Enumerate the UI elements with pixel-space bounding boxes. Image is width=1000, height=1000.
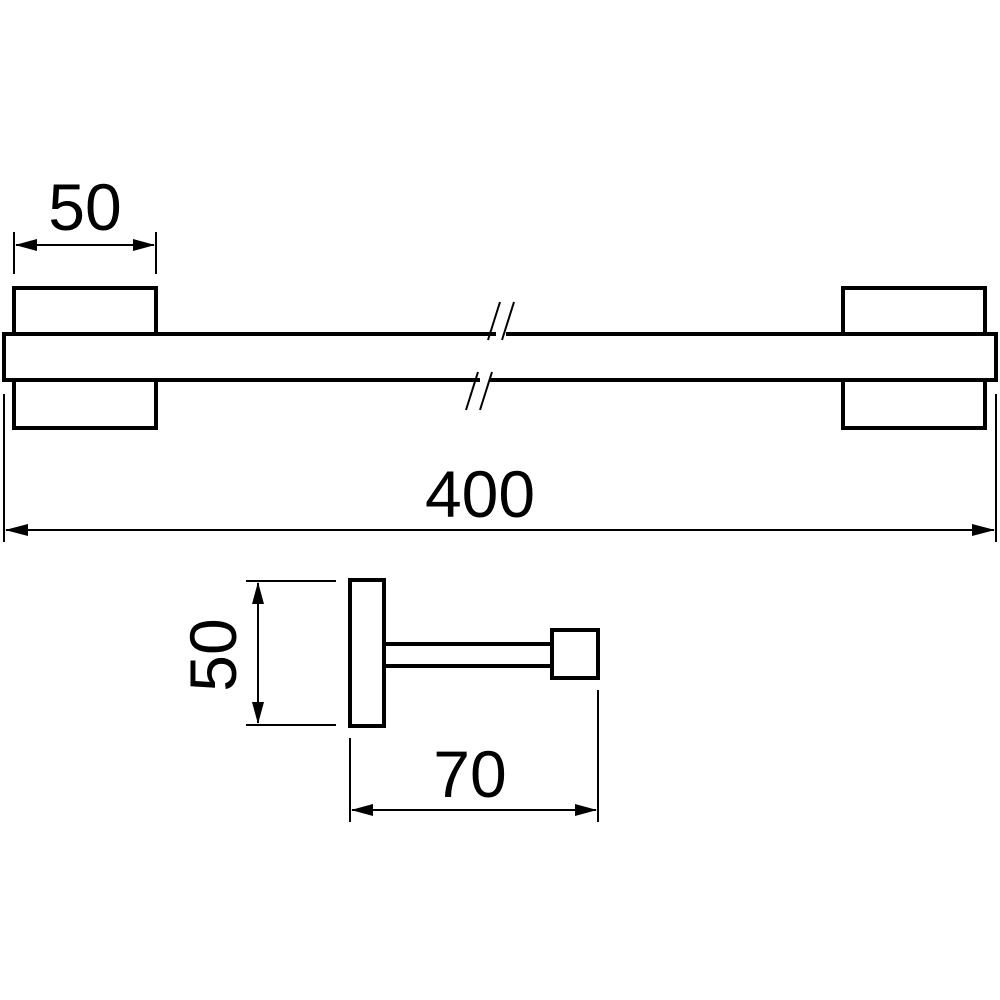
arrowhead bbox=[133, 239, 155, 251]
arrowhead bbox=[252, 582, 264, 604]
dimension-label: 400 bbox=[425, 457, 535, 531]
bar-end-block bbox=[550, 628, 600, 680]
arrowhead bbox=[575, 804, 597, 816]
dimension-overall-length: 400 bbox=[3, 394, 997, 542]
dimension-label: 70 bbox=[433, 737, 506, 811]
arrowhead bbox=[351, 804, 373, 816]
dimension-side-depth: 70 bbox=[349, 690, 599, 822]
break-symbol bbox=[465, 301, 515, 411]
dimension-mount-width: 50 bbox=[13, 170, 157, 274]
dimension-side-height: 50 bbox=[176, 580, 336, 726]
dimension-label: 50 bbox=[176, 618, 250, 691]
side-view bbox=[348, 578, 600, 728]
arrowhead bbox=[5, 524, 28, 536]
wall-plate bbox=[348, 578, 386, 728]
bar-white-fill bbox=[4, 334, 996, 380]
arrowhead bbox=[972, 524, 995, 536]
arrowhead bbox=[15, 239, 37, 251]
arrowhead bbox=[252, 702, 264, 724]
front-view bbox=[2, 286, 998, 430]
dimension-label: 50 bbox=[48, 170, 121, 244]
